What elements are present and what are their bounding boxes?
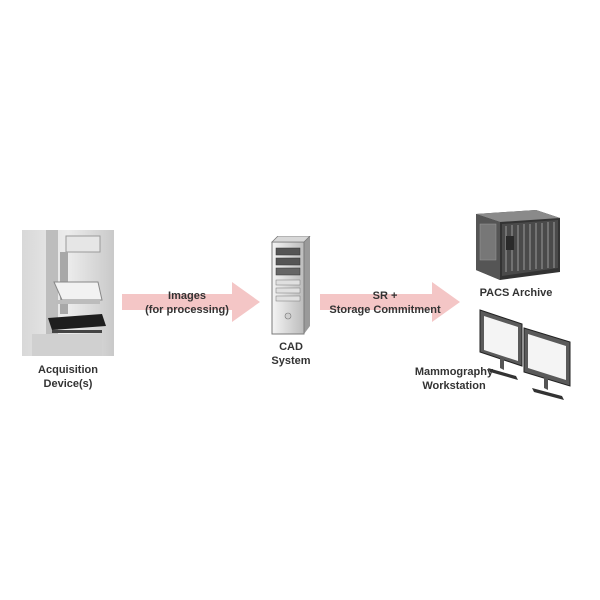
images-arrow-label-line2: (for processing) <box>145 304 229 316</box>
images-arrow <box>122 282 260 322</box>
workstation-label: Mammography Workstation <box>404 365 504 393</box>
mammography-workstation <box>474 306 578 400</box>
acquisition-device <box>22 230 114 356</box>
cad-label: CAD System <box>256 340 326 368</box>
images-arrow-label: Images (for processing) <box>132 289 242 317</box>
acquisition-label-line1: Acquisition <box>38 364 98 376</box>
acquisition-label: Acquisition Device(s) <box>18 363 118 391</box>
acquisition-label-line2: Device(s) <box>43 378 93 390</box>
cad-label-line2: System <box>271 355 311 367</box>
images-arrow-label-line1: Images <box>168 290 206 302</box>
rack-server-icon <box>476 210 560 280</box>
cad-system <box>268 235 314 336</box>
cad-label-line1: CAD <box>279 341 303 353</box>
pacs-label: PACS Archive <box>466 286 566 300</box>
sr-arrow <box>320 282 460 322</box>
pacs-label-text: PACS Archive <box>479 287 553 299</box>
sr-arrow-label: SR + Storage Commitment <box>318 289 452 317</box>
server-tower-icon <box>271 235 311 335</box>
pacs-archive <box>470 210 562 280</box>
sr-arrow-label-line1: SR + <box>372 290 398 302</box>
workstation-label-line1: Mammography <box>414 366 494 378</box>
workstation-label-line2: Workstation <box>422 380 486 392</box>
mammography-machine-icon <box>22 230 114 356</box>
dual-monitor-icon <box>479 309 571 400</box>
sr-arrow-label-line2: Storage Commitment <box>329 304 441 316</box>
